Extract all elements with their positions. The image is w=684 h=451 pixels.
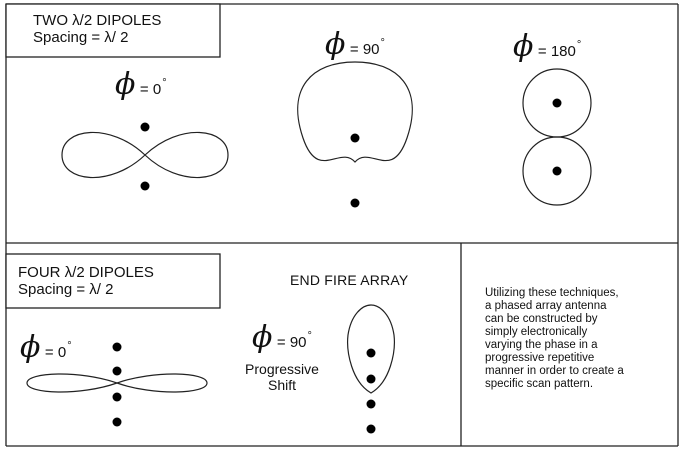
phase-symbol: ϕ xyxy=(325,27,346,62)
phase-value: = 0 xyxy=(139,81,162,98)
note-line: specific scan pattern. xyxy=(485,378,594,390)
top-title-line1: TWO λ/2 DIPOLES xyxy=(33,12,162,29)
phase-value: = 90 xyxy=(276,334,307,351)
dipole-element xyxy=(552,166,562,176)
phase-symbol: ϕ xyxy=(252,320,273,355)
note-line: can be constructed by xyxy=(485,313,598,325)
progressive-shift-line1: Progressive xyxy=(245,361,319,377)
end-fire-array-label: END FIRE ARRAY xyxy=(290,272,409,288)
phase-label-bottom-90: ϕ = 90° xyxy=(252,323,312,353)
bottom-title-box xyxy=(5,253,221,309)
dipole-element xyxy=(350,133,360,143)
explanatory-note: Utilizing these techniques, a phased arr… xyxy=(485,287,660,391)
degree-symbol: ° xyxy=(576,39,582,51)
top-title: TWO λ/2 DIPOLES Spacing = λ/ 2 xyxy=(33,12,161,46)
phase-value: = 180 xyxy=(537,43,576,60)
bottom-title-line1: FOUR λ/2 DIPOLES xyxy=(18,264,154,281)
pattern-two-dipoles-90deg xyxy=(297,61,413,163)
dipole-element xyxy=(140,181,150,191)
note-line: manner in order to create a xyxy=(485,365,624,377)
dipole-element xyxy=(366,424,376,434)
degree-symbol: ° xyxy=(307,330,312,342)
pattern-four-dipoles-0deg xyxy=(26,373,208,393)
phase-label-bottom-0: ϕ = 0° xyxy=(20,333,72,363)
dipole-element xyxy=(112,366,122,376)
bottom-title: FOUR λ/2 DIPOLES Spacing = λ/ 2 xyxy=(18,264,154,298)
top-title-box xyxy=(5,3,221,58)
phase-symbol: ϕ xyxy=(20,330,41,365)
dipole-element xyxy=(112,342,122,352)
dipole-element xyxy=(552,98,562,108)
phase-label-top-0: ϕ = 0° xyxy=(115,70,167,100)
degree-symbol: ° xyxy=(380,37,385,49)
phase-symbol: ϕ xyxy=(513,29,534,64)
top-title-line2: Spacing = λ/ 2 xyxy=(33,29,129,46)
dipole-element xyxy=(366,374,376,384)
pattern-four-dipoles-90deg-endfire xyxy=(347,304,395,394)
phase-label-top-90: ϕ = 90° xyxy=(325,30,385,60)
phase-symbol: ϕ xyxy=(115,67,136,102)
note-line: Utilizing these techniques, xyxy=(485,287,619,299)
progressive-shift-label: Progressive Shift xyxy=(232,361,332,393)
note-line: varying the phase in a xyxy=(485,339,598,351)
note-line: progressive repetitive xyxy=(485,352,595,364)
note-line: simply electronically xyxy=(485,326,588,338)
phase-label-top-180: ϕ = 180° xyxy=(513,32,581,62)
degree-symbol: ° xyxy=(162,77,167,89)
bottom-title-line2: Spacing = λ/ 2 xyxy=(18,281,114,298)
degree-symbol: ° xyxy=(67,340,72,352)
dipole-element xyxy=(140,122,150,132)
phase-value: = 0 xyxy=(44,344,67,361)
phase-value: = 90 xyxy=(349,41,380,58)
pattern-two-dipoles-0deg xyxy=(61,131,229,179)
dipole-element xyxy=(112,392,122,402)
dipole-element xyxy=(112,417,122,427)
dipole-element xyxy=(366,348,376,358)
dipole-element xyxy=(366,399,376,409)
note-line: a phased array antenna xyxy=(485,300,607,312)
dipole-element xyxy=(350,198,360,208)
pattern-two-dipoles-180deg-lower xyxy=(522,136,592,206)
progressive-shift-line2: Shift xyxy=(267,377,296,393)
